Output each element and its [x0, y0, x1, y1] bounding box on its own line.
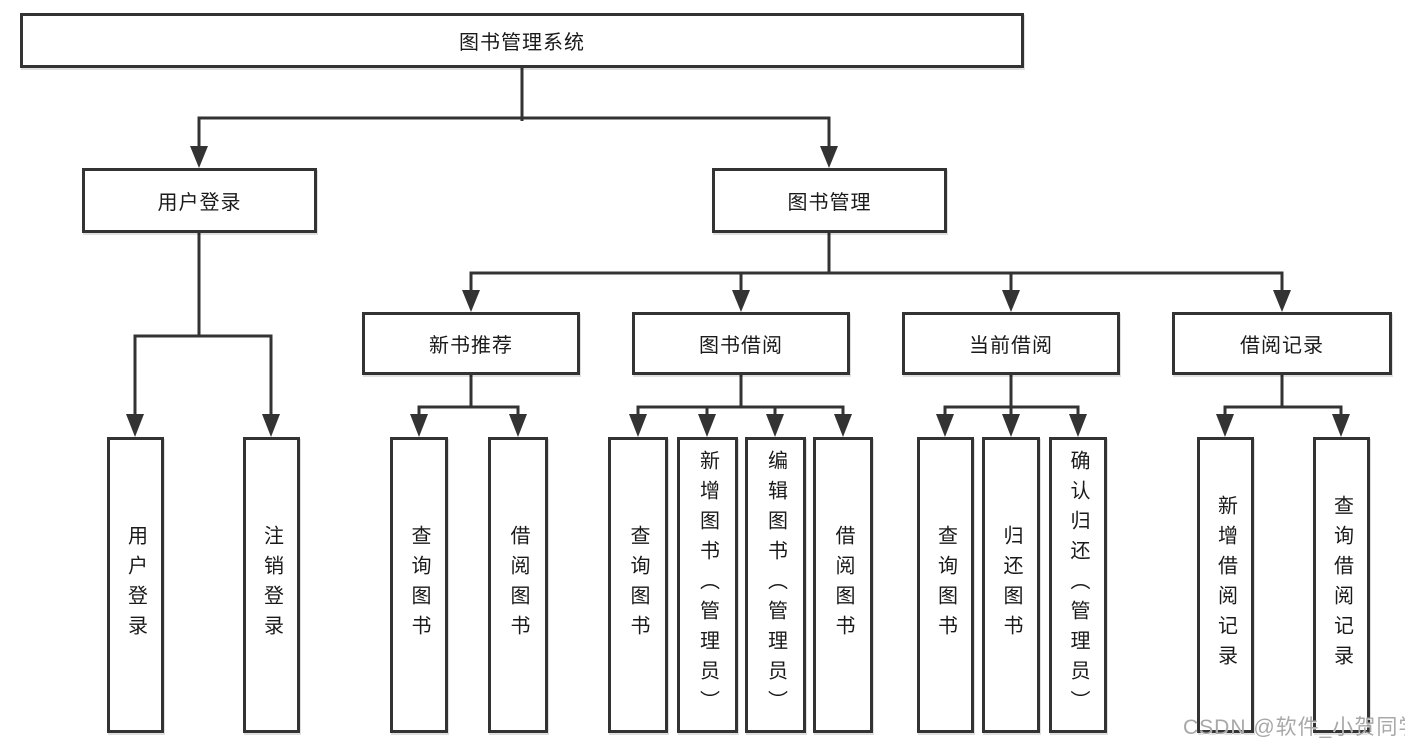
node-bb-add-book-label: 新增图书（管理员）: [696, 450, 719, 720]
node-new-book-recommend: 新书推荐: [362, 312, 580, 375]
node-cb-return-book: 归还图书: [982, 437, 1040, 733]
node-br-query-record-label: 查询借阅记录: [1330, 495, 1353, 675]
node-br-query-record: 查询借阅记录: [1313, 437, 1370, 733]
node-borrow-record: 借阅记录: [1172, 312, 1392, 375]
node-nb-borrow-book-label: 借阅图书: [507, 525, 529, 645]
node-user-login-action-label: 用户登录: [124, 525, 147, 645]
node-root: 图书管理系统: [20, 13, 1024, 68]
node-bb-add-book: 新增图书（管理员）: [677, 437, 738, 733]
node-book-management: 图书管理: [712, 168, 947, 233]
node-cb-query-book-label: 查询图书: [934, 525, 957, 645]
node-current-borrow-label: 当前借阅: [969, 335, 1053, 357]
node-bb-query-book: 查询图书: [608, 437, 668, 733]
node-nb-borrow-book: 借阅图书: [488, 437, 548, 733]
node-book-borrow: 图书借阅: [632, 312, 850, 375]
node-book-borrow-label: 图书借阅: [699, 335, 783, 357]
node-user-login-label: 用户登录: [157, 192, 242, 214]
node-cb-query-book: 查询图书: [917, 437, 974, 733]
node-cb-confirm-return: 确认归还（管理员）: [1049, 437, 1107, 733]
node-bb-borrow-book: 借阅图书: [813, 437, 873, 733]
node-nb-query-book-label: 查询图书: [408, 525, 430, 645]
node-current-borrow: 当前借阅: [902, 312, 1120, 375]
node-bb-edit-book-label: 编辑图书（管理员）: [764, 450, 787, 720]
node-bb-edit-book: 编辑图书（管理员）: [745, 437, 806, 733]
node-logout-action: 注销登录: [243, 437, 300, 733]
node-bb-query-book-label: 查询图书: [627, 525, 649, 645]
node-user-login-action: 用户登录: [107, 437, 164, 733]
node-book-management-label: 图书管理: [787, 192, 872, 214]
node-br-add-record-label: 新增借阅记录: [1214, 495, 1237, 675]
node-root-label: 图书管理系统: [459, 32, 585, 54]
node-user-login: 用户登录: [82, 168, 317, 233]
node-logout-action-label: 注销登录: [260, 525, 283, 645]
node-br-add-record: 新增借阅记录: [1197, 437, 1254, 733]
node-borrow-record-label: 借阅记录: [1240, 335, 1324, 357]
node-cb-confirm-return-label: 确认归还（管理员）: [1067, 450, 1089, 720]
node-cb-return-book-label: 归还图书: [1000, 525, 1022, 645]
node-bb-borrow-book-label: 借阅图书: [832, 525, 854, 645]
node-nb-query-book: 查询图书: [390, 437, 448, 733]
watermark: CSDN @软件_小贺同学: [1183, 716, 1405, 739]
node-new-book-recommend-label: 新书推荐: [429, 335, 513, 357]
